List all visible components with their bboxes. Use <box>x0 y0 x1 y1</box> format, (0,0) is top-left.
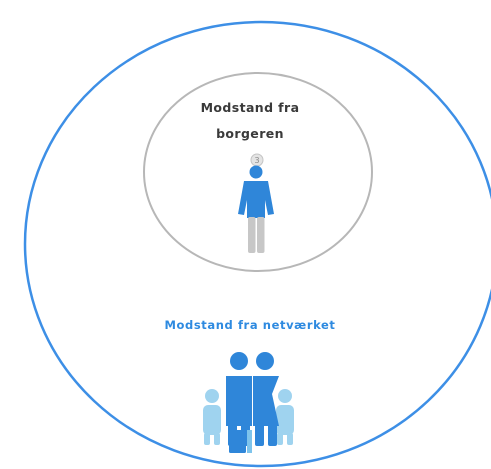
inner-circle-label-line1: Modstand fra <box>200 100 300 115</box>
outer-circle-label: Modstand fra netværket <box>164 318 336 332</box>
badge-icon: 3 <box>250 153 264 167</box>
inner-circle <box>143 72 373 272</box>
person-icon <box>238 165 274 253</box>
inner-circle-label-line2: borgeren <box>216 126 284 141</box>
badge-number: 3 <box>254 156 259 165</box>
family-group-icon <box>203 352 294 453</box>
outer-circle <box>23 20 491 468</box>
